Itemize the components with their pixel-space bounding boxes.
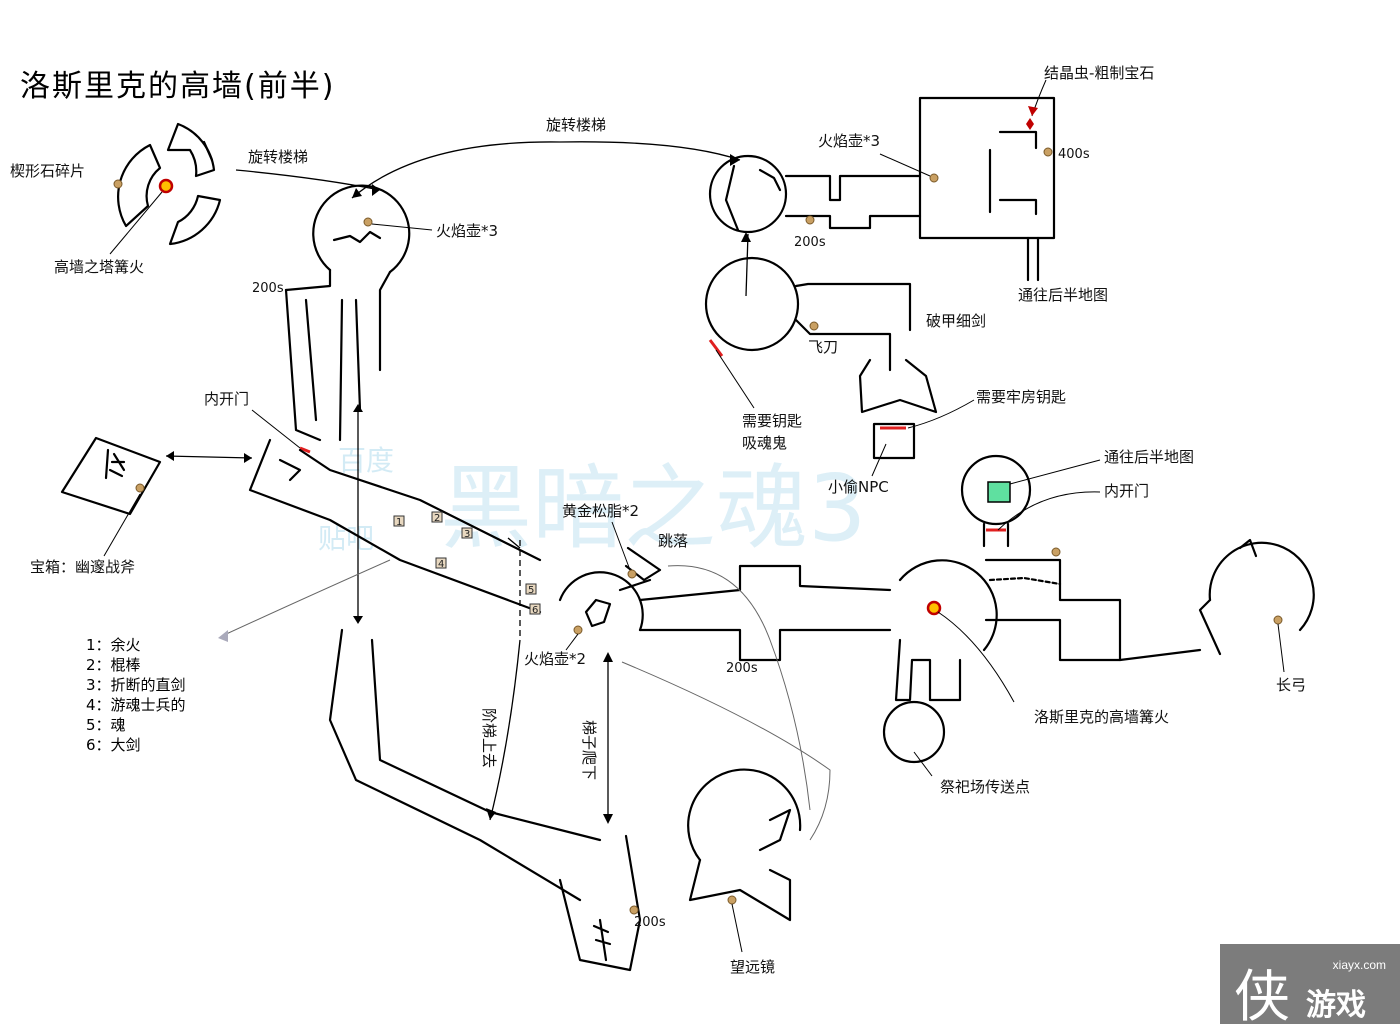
label-souls-200-right: 200s [794,235,826,250]
label-telescope: 望远镜 [730,958,775,976]
label-needs-key: 需要钥匙 [742,412,802,430]
label-soul-sucker: 吸魂鬼 [742,434,787,452]
label-ladder-down: 梯子爬下 [580,720,598,780]
label-to-second-half-1: 通往后半地图 [1018,286,1108,304]
label-crystal-lizard: 结晶虫-粗制宝石 [1044,64,1154,82]
label-lothric-bonfire: 洛斯里克的高墙篝火 [1034,708,1169,726]
watermark-sub-2: 贴吧 [318,522,374,555]
lothric-bonfire-icon [926,600,942,616]
legend-item-4: 4：游魂士兵的 [86,696,186,714]
central-room [558,546,662,635]
legend-item-1: 1：余火 [86,636,141,654]
label-souls-400: 400s [1058,147,1090,162]
label-firebomb-mid: 火焰壶*2 [524,650,586,668]
legend-item-5: 5：魂 [86,716,126,734]
label-throwing-knife: 飞刀 [808,338,838,356]
legend-item-6: 6：大剑 [86,736,141,754]
site-logo: 侠 xiayx.com 游戏 [1220,944,1400,1030]
label-jump-down: 跳落 [658,532,688,550]
south-corridor [328,628,642,972]
label-longbow: 长弓 [1276,676,1306,694]
label-needs-cell-key: 需要牢房钥匙 [976,388,1066,406]
top-right-complex [704,96,1056,460]
chest-room [60,436,162,516]
warp-square-icon [987,481,1011,503]
east-corridor [618,564,892,662]
label-spiral-stairs-2: 旋转楼梯 [546,116,606,134]
svg-text:1: 1 [396,517,402,528]
svg-text:4: 4 [438,559,444,570]
label-wedge-shard: 楔形石碎片 [10,162,85,180]
watermark-sub-1: 百度 [338,444,394,477]
label-souls-200-bottom: 200s [634,915,666,930]
label-firebomb-right: 火焰壶*3 [818,132,880,150]
logo-site: xiayx.com [1332,958,1386,972]
svg-text:5: 5 [528,585,534,596]
tower-room [113,122,222,246]
svg-text:2: 2 [434,513,440,524]
legend: 1：余火 2：棍棒 3：折断的直剑 4：游魂士兵的 5：魂 6：大剑 [86,636,186,754]
legend-item-2: 2：棍棒 [86,656,141,674]
longbow-room [1198,538,1315,656]
label-to-second-half-2: 通往后半地图 [1104,448,1194,466]
upper-round-room [284,184,411,442]
diagonal-corridor: 1 2 3 4 5 6 [248,438,542,616]
label-stairs-up: 阶梯上去 [480,708,498,768]
label-inner-door-2: 内开门 [1104,482,1149,500]
label-thief-npc: 小偷NPC [828,478,889,496]
label-tower-bonfire: 高墙之塔篝火 [54,258,144,276]
svg-text:6: 6 [532,605,538,616]
label-estoc: 破甲细剑 [926,312,986,330]
label-gold-resin: 黄金松脂*2 [562,502,639,520]
svg-text:3: 3 [464,529,470,540]
warp-room [960,454,1061,557]
label-inner-door-1: 内开门 [204,390,249,408]
label-chest-axe: 宝箱：幽邃战斧 [30,558,135,576]
bonfire-room [882,558,1202,764]
arrow-spiral-stairs-1 [235,169,381,191]
legend-item-3: 3：折断的直剑 [86,676,186,694]
logo-glyph: 侠 [1234,965,1290,1030]
label-firebomb-top: 火焰壶*3 [436,222,498,240]
map-title: 洛斯里克的高墙(前半) [20,69,335,104]
label-spiral-stairs-1: 旋转楼梯 [248,148,308,166]
telescope-room [687,768,802,922]
label-souls-200-top: 200s [252,281,284,296]
arrow-spiral-stairs-2 [351,141,741,199]
tower-bonfire-icon [158,178,174,194]
watermark-main: 黑暗之魂3 [440,455,867,562]
logo-word: 游戏 [1306,988,1366,1023]
label-shrine-warp: 祭祀场传送点 [940,778,1030,796]
label-souls-200-mid: 200s [726,661,758,676]
